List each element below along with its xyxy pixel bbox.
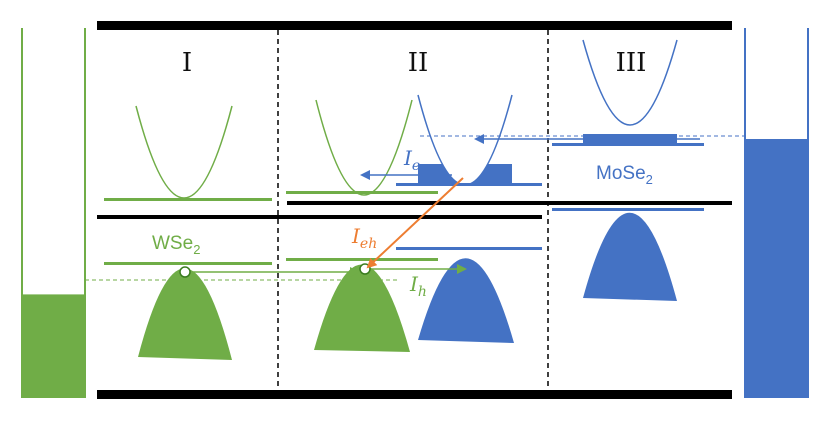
right-reservoir-fill [745, 139, 808, 398]
left-reservoir [21, 28, 86, 398]
upper-layer-line [287, 201, 732, 205]
exchange-current-arrow [366, 177, 464, 269]
left-reservoir-fill [22, 294, 85, 398]
lower-layer-line [97, 215, 542, 219]
region-label-2: II [408, 48, 429, 78]
right-reservoir [744, 28, 809, 398]
exchange-current-label: Ieh [351, 224, 377, 252]
mose2-conduction-edge-2 [396, 183, 542, 186]
wse2-valence-band-2 [314, 264, 410, 352]
mose2-valence-edge-2 [396, 247, 542, 250]
hole-current-label: Ih [409, 272, 427, 300]
wse2-label: WSe2 [152, 233, 200, 257]
mose2-label: MoSe2 [596, 163, 653, 187]
hole-marker-1 [179, 266, 191, 278]
wse2-conduction-band-1 [135, 105, 233, 199]
wse2-conduction-band-2 [315, 99, 413, 196]
wse2-conduction-edge-2 [286, 191, 438, 194]
wse2-valence-edge-2 [286, 258, 438, 261]
mose2-electron-fill-2 [418, 164, 512, 185]
electron-current-label: Ie [403, 146, 420, 174]
region-label-1: I [182, 48, 192, 78]
mose2-valence-edge-3 [552, 208, 704, 211]
mose2-valence-band-3 [583, 212, 677, 301]
bottom-border [97, 390, 732, 399]
mose2-conduction-edge-3 [552, 143, 704, 146]
wse2-valence-edge-1 [104, 262, 272, 265]
wse2-conduction-edge-1 [104, 198, 272, 201]
region-3-mose2: MoSe2 [552, 39, 704, 301]
top-border [97, 21, 732, 30]
wse2-valence-band-1 [138, 268, 232, 360]
mose2-conduction-band-3 [582, 39, 678, 126]
region-1-wse2: WSe2 [104, 105, 272, 360]
region-label-3: III [616, 48, 647, 78]
mose2-valence-band-2 [418, 258, 514, 343]
